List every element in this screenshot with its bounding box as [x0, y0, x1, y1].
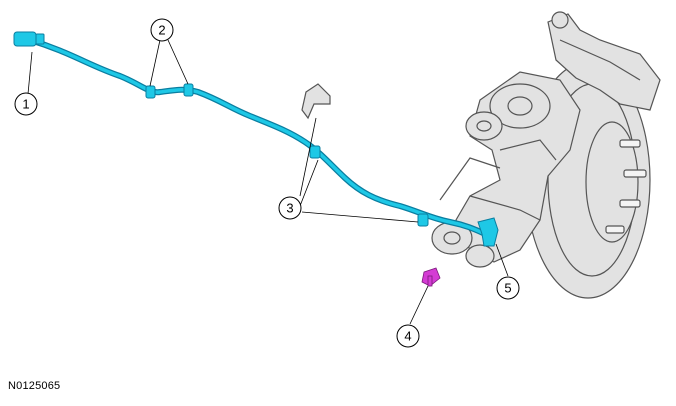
svg-text:3: 3 [286, 201, 293, 216]
hub-face [585, 121, 639, 243]
wheel-studs [605, 139, 647, 234]
callout-3: 3 [278, 196, 302, 220]
harness-grommet [417, 213, 429, 227]
callout-5: 5 [496, 276, 520, 300]
harness-bracket [301, 83, 331, 120]
wheel-speed-sensor [477, 217, 499, 247]
svg-text:2: 2 [158, 23, 165, 38]
harness-grommet [309, 145, 321, 159]
figure-id: N0125065 [8, 380, 61, 392]
callout-4: 4 [396, 324, 420, 348]
harness-clip [145, 85, 156, 99]
brake-caliper [547, 13, 661, 111]
harness-clip [183, 83, 194, 97]
leader-lines [27, 39, 509, 325]
wheel-knuckle-assembly [431, 11, 661, 299]
harness-connector [13, 31, 37, 47]
svg-text:4: 4 [404, 329, 411, 344]
sensor-bolt [421, 267, 441, 287]
sensor-harness [13, 31, 499, 247]
callout-2: 2 [150, 18, 174, 42]
svg-text:5: 5 [504, 281, 511, 296]
svg-text:1: 1 [22, 97, 29, 112]
callout-1: 1 [14, 92, 38, 116]
harness-cable [28, 38, 492, 238]
